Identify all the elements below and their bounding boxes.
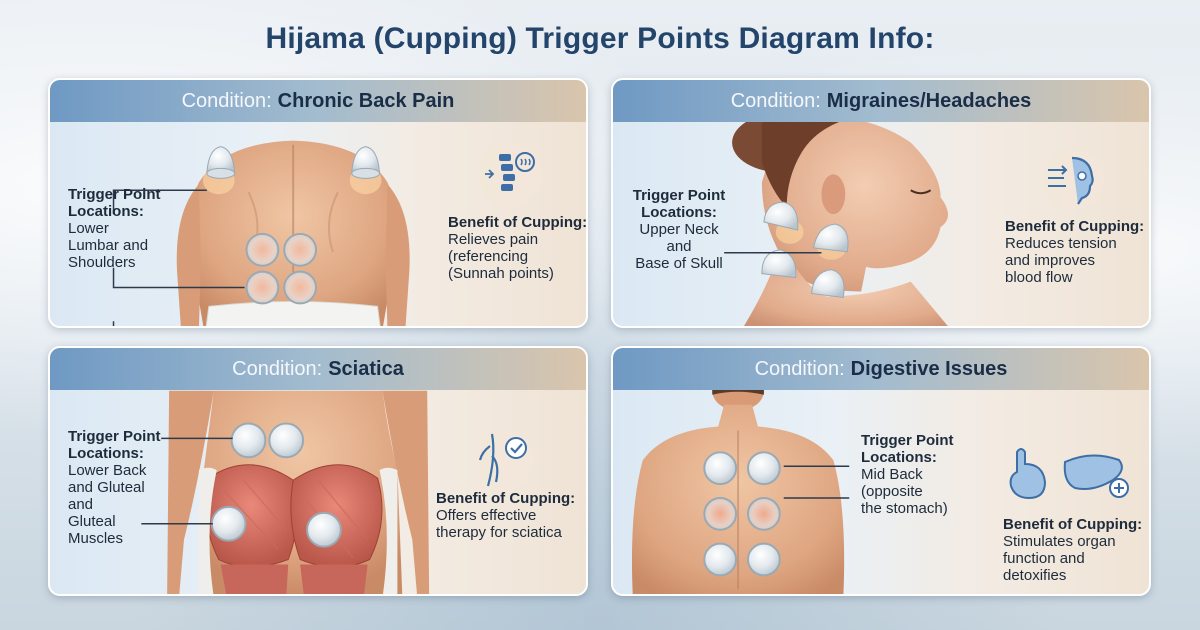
benefit-line: Offers effective: [436, 507, 537, 524]
panel-header: Condition: Chronic Back Pain: [50, 80, 586, 122]
trigger-line: Base of Skull: [635, 255, 723, 272]
trigger-line: Lower Back: [68, 462, 147, 479]
benefit-label: Benefit of Cupping: Relieves pain (refer…: [448, 214, 588, 282]
trigger-heading: Trigger Point Locations:: [68, 428, 161, 462]
trigger-line: Muscles: [68, 530, 124, 547]
benefit-line: and improves: [1005, 252, 1096, 269]
panel-migraines-headaches: Condition: Migraines/Headaches: [611, 78, 1151, 328]
panel-header: Condition: Migraines/Headaches: [613, 80, 1149, 122]
benefit-line: function and: [1003, 550, 1085, 567]
condition-name: Migraines/Headaches: [826, 89, 1032, 112]
stomach-liver-icon: [1001, 442, 1141, 506]
trigger-line: (opposite: [861, 483, 923, 500]
trigger-line: the stomach): [861, 500, 948, 517]
lower-back-illustration: [50, 390, 586, 594]
trigger-line: Mid Back: [861, 466, 923, 483]
trigger-line: Lower: [68, 220, 109, 237]
trigger-line: and Gluteal: [68, 479, 145, 496]
panel-chronic-back-pain: Condition: Chronic Back Pain: [48, 78, 588, 328]
benefit-heading: Benefit of Cupping:: [1005, 218, 1145, 235]
benefit-label: Benefit of Cupping: Offers effective the…: [436, 490, 586, 541]
head-neck-illustration: [613, 122, 1149, 326]
benefit-heading: Benefit of Cupping:: [436, 490, 576, 507]
benefit-heading: Benefit of Cupping:: [1003, 516, 1143, 533]
benefit-label: Benefit of Cupping: Reduces tension and …: [1005, 218, 1149, 286]
benefit-line: (referencing: [448, 248, 529, 265]
trigger-line: and: [68, 496, 94, 513]
trigger-point-label: Trigger Point Locations: Upper Neck and …: [619, 187, 739, 272]
benefit-line: Stimulates organ: [1003, 533, 1116, 550]
trigger-line: Shoulders: [68, 254, 136, 271]
benefit-line: detoxifies: [1003, 567, 1067, 584]
panel-sciatica: Condition: Sciatica: [48, 346, 588, 596]
condition-prefix: Condition:: [754, 357, 845, 380]
back-illustration: [50, 122, 586, 326]
trigger-point-label: Trigger Point Locations: Lower Lumbar an…: [68, 186, 178, 271]
condition-name: Sciatica: [328, 357, 404, 380]
condition-prefix: Condition:: [232, 357, 323, 380]
trigger-line: Lumbar and: [68, 237, 149, 254]
trigger-heading: Trigger Point Locations:: [68, 186, 161, 220]
trigger-line: Upper Neck: [639, 221, 719, 238]
page-title: Hijama (Cupping) Trigger Points Diagram …: [265, 22, 935, 55]
head-airflow-icon: [1038, 146, 1108, 212]
condition-prefix: Condition:: [181, 89, 272, 112]
panel-header: Condition: Digestive Issues: [613, 348, 1149, 390]
trigger-point-label: Trigger Point Locations: Lower Back and …: [68, 428, 188, 547]
benefit-line: blood flow: [1005, 269, 1073, 286]
benefit-line: (Sunnah points): [448, 265, 554, 282]
cup-right-shoulder: [349, 146, 382, 195]
condition-prefix: Condition:: [730, 89, 821, 112]
trigger-heading: Trigger Point Locations:: [861, 432, 954, 466]
condition-name: Digestive Issues: [850, 357, 1008, 380]
nerve-check-icon: [470, 426, 538, 494]
condition-name: Chronic Back Pain: [277, 89, 455, 112]
mid-back-illustration: [613, 390, 1149, 594]
trigger-point-label: Trigger Point Locations: Mid Back (oppos…: [861, 432, 991, 517]
trigger-line: Gluteal: [68, 513, 116, 530]
panel-header: Condition: Sciatica: [50, 348, 586, 390]
benefit-line: Relieves pain: [448, 231, 539, 248]
benefit-line: therapy for sciatica: [436, 524, 562, 541]
panel-digestive-issues: Condition: Digestive Issues: [611, 346, 1151, 596]
trigger-heading: Trigger Point Locations:: [632, 187, 726, 221]
trigger-line: and: [666, 238, 692, 255]
benefit-heading: Benefit of Cupping:: [448, 214, 588, 231]
spine-pain-icon: [475, 140, 545, 210]
benefit-line: Reduces tension: [1005, 235, 1117, 252]
cup-left-shoulder: [202, 146, 236, 195]
benefit-label: Benefit of Cupping: Stimulates organ fun…: [1003, 516, 1149, 584]
